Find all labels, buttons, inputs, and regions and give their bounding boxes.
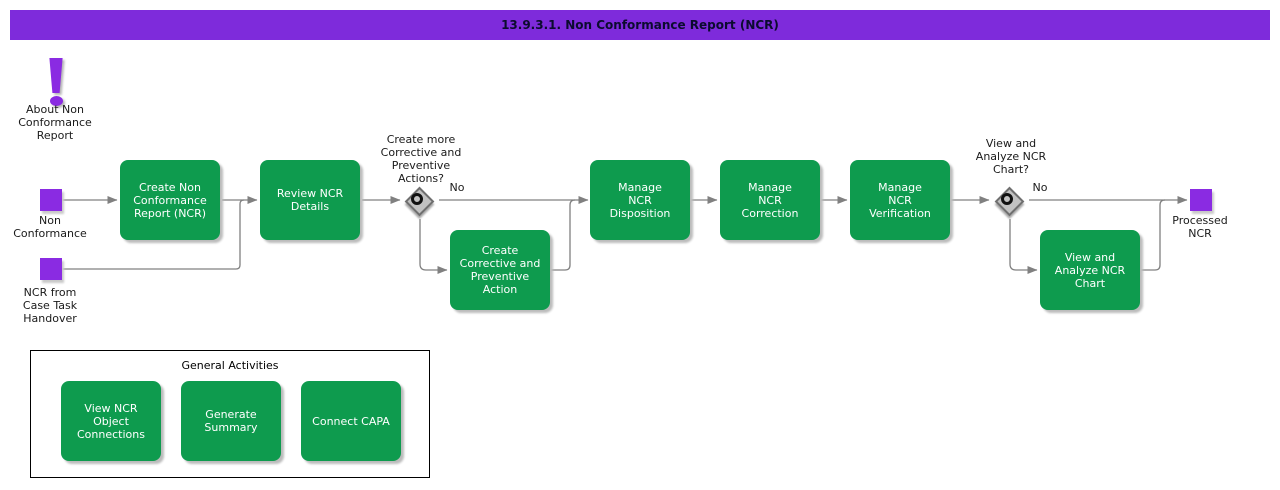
end-event-processed-ncr [1190,189,1212,211]
decision2-gateway-circle-icon [1001,193,1013,205]
start-event-ncr-handover [40,258,62,280]
decision1-no-label: No [449,181,465,194]
connector-viewchart-merge [1140,199,1166,271]
page-title: 13.9.3.1. Non Conformance Report (NCR) [501,18,779,32]
task-manage-ncr-verification[interactable]: Manage NCR Verification [850,160,950,240]
task-connect-capa[interactable]: Connect CAPA [301,381,401,461]
start-event-non-conformance [40,189,62,211]
decision2-no-label: No [1032,181,1048,194]
connector-handover-merge [62,199,245,270]
exclamation-bar [49,58,63,93]
connector-capa-merge [550,199,576,271]
task-review-ncr-details[interactable]: Review NCR Details [260,160,360,240]
decision1-gateway-circle-icon [411,193,423,205]
task-create-corrective-preventive-action[interactable]: Create Corrective and Preventive Action [450,230,550,310]
exclamation-dot [49,96,63,106]
task-view-analyze-ncr-chart[interactable]: View and Analyze NCR Chart [1040,230,1140,310]
start-event-ncr-handover-label: NCR from Case Task Handover [22,286,78,325]
decision2-question-label: View and Analyze NCR Chart? [975,137,1047,176]
general-activities-title: General Activities [181,359,279,372]
end-event-processed-ncr-label: Processed NCR [1172,214,1228,240]
task-view-ncr-object-connections[interactable]: View NCR Object Connections [61,381,161,461]
task-generate-summary[interactable]: Generate Summary [181,381,281,461]
general-activities-container: General Activities View NCR Object Conne… [30,350,430,478]
decision1-question-label: Create more Corrective and Preventive Ac… [380,133,462,185]
connector-decision2-yes-to-viewchart [1009,219,1038,274]
task-manage-ncr-correction[interactable]: Manage NCR Correction [720,160,820,240]
task-create-ncr[interactable]: Create Non Conformance Report (NCR) [120,160,220,240]
about-label: About Non Conformance Report [18,103,92,142]
connector-decision1-yes-to-capa [419,219,448,274]
start-event-non-conformance-label: Non Conformance [13,214,87,240]
exclamation-icon[interactable] [46,58,66,106]
task-manage-ncr-disposition[interactable]: Manage NCR Disposition [590,160,690,240]
diagram-title-bar: 13.9.3.1. Non Conformance Report (NCR) [10,10,1270,40]
